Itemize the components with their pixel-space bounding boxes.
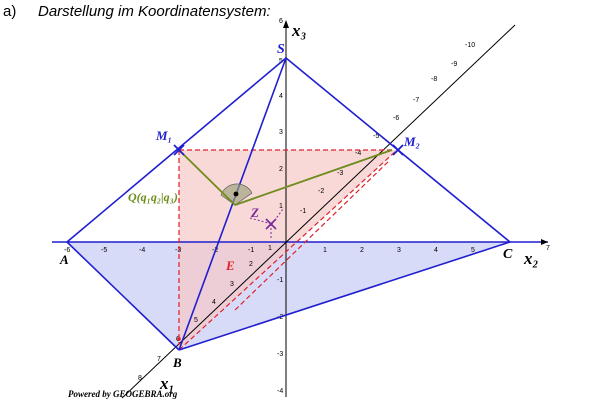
x1-tick-label: -6 [393, 115, 399, 122]
x2-tick-label: 4 [434, 247, 438, 254]
x1-tick-label: 5 [194, 317, 198, 324]
label-m1: M₁ [155, 128, 172, 143]
x2-tick-label: -4 [139, 247, 145, 254]
x2-tick-label: -6 [64, 247, 70, 254]
base-triangle-fill [67, 242, 510, 350]
x3-tick-label: 4 [279, 93, 283, 100]
x2-tick-label: 5 [471, 247, 475, 254]
x1-tick-label: -8 [431, 76, 437, 83]
x3-tick-label: 6 [279, 18, 283, 25]
x2-axis-arrowhead [541, 239, 548, 245]
x1-tick-label: -7 [413, 97, 419, 104]
x3-tick-label: 3 [279, 129, 283, 136]
label-q: Q(q₁q₂|q₃) [128, 190, 178, 204]
geogebra-credit: Powered by GEOGEBRA.org [68, 389, 178, 399]
point-z-marker [265, 218, 277, 230]
x1-tick-label: 7 [157, 356, 161, 363]
x3-tick-label: -3 [277, 351, 283, 358]
x1-tick-label: 3 [230, 281, 234, 288]
x1-tick-label: -10 [465, 42, 475, 49]
x3-tick-label: -1 [277, 277, 283, 284]
dashed-construction-lines [178, 149, 398, 351]
x3-tick-label: -4 [277, 388, 283, 395]
point-z-construction [249, 208, 284, 240]
x1-tick-label: 8 [138, 375, 142, 382]
label-e: E [225, 258, 235, 273]
perpendicular-segments [178, 149, 393, 206]
x2-tick-label: -3 [175, 247, 181, 254]
x2-tick-label: 2 [360, 247, 364, 254]
x1-tick-label: 1 [268, 245, 272, 252]
point-m1-marker [173, 144, 185, 156]
x1-tick-label: -1 [300, 208, 306, 215]
x1-tick-label: -4 [355, 150, 361, 157]
x2-tick-label: -5 [101, 247, 107, 254]
part-label: a) [3, 3, 16, 20]
label-a: A [59, 252, 69, 267]
z-dotted-line-diagonal [271, 208, 284, 225]
x1-axis [121, 24, 516, 399]
label-z: Z [250, 205, 259, 220]
label-b: B [172, 355, 182, 370]
x3-axis-arrowhead [283, 20, 289, 28]
segment-q-m1 [178, 149, 236, 206]
dashed-b-m2-line [178, 149, 398, 351]
dashed-plane-e-line [234, 159, 391, 311]
x1-axis-label: x₁ [159, 374, 174, 393]
x1-tick-label: 2 [249, 261, 253, 268]
edge-b-c [178, 241, 511, 351]
x1-tick-label: -2 [318, 188, 324, 195]
label-c: C [503, 247, 513, 262]
x3-axis-label: x₃ [291, 21, 307, 40]
segment-q-m2 [234, 149, 393, 206]
right-angle-dot [233, 191, 239, 197]
x1-tick-label: 4 [212, 299, 216, 306]
x2-tick-label: -1 [248, 247, 254, 254]
figure-heading: Darstellung im Koordinatensystem: [38, 3, 271, 20]
x2-tick-label: 3 [397, 247, 401, 254]
point-b-marker [177, 337, 181, 341]
x2-tick-labels: -6 -5 -4 -3 -2 -1 1 2 3 4 5 7 [64, 245, 550, 254]
x2-tick-label: 1 [323, 247, 327, 254]
edge-a-b [66, 241, 180, 351]
x1-tick-label: -9 [451, 61, 457, 68]
label-m2: M₂ [403, 134, 420, 149]
edge-b-s [178, 57, 287, 351]
x1-tick-label: -3 [337, 170, 343, 177]
label-s: S [277, 42, 285, 57]
x1-tick-label: -5 [373, 133, 379, 140]
x3-tick-label: 1 [279, 203, 283, 210]
x3-tick-label: 2 [279, 166, 283, 173]
x2-tick-label: 7 [546, 245, 550, 252]
x2-axis-label: x₂ [523, 249, 539, 268]
edge-a-s [66, 57, 287, 243]
point-m2-marker [392, 144, 404, 156]
